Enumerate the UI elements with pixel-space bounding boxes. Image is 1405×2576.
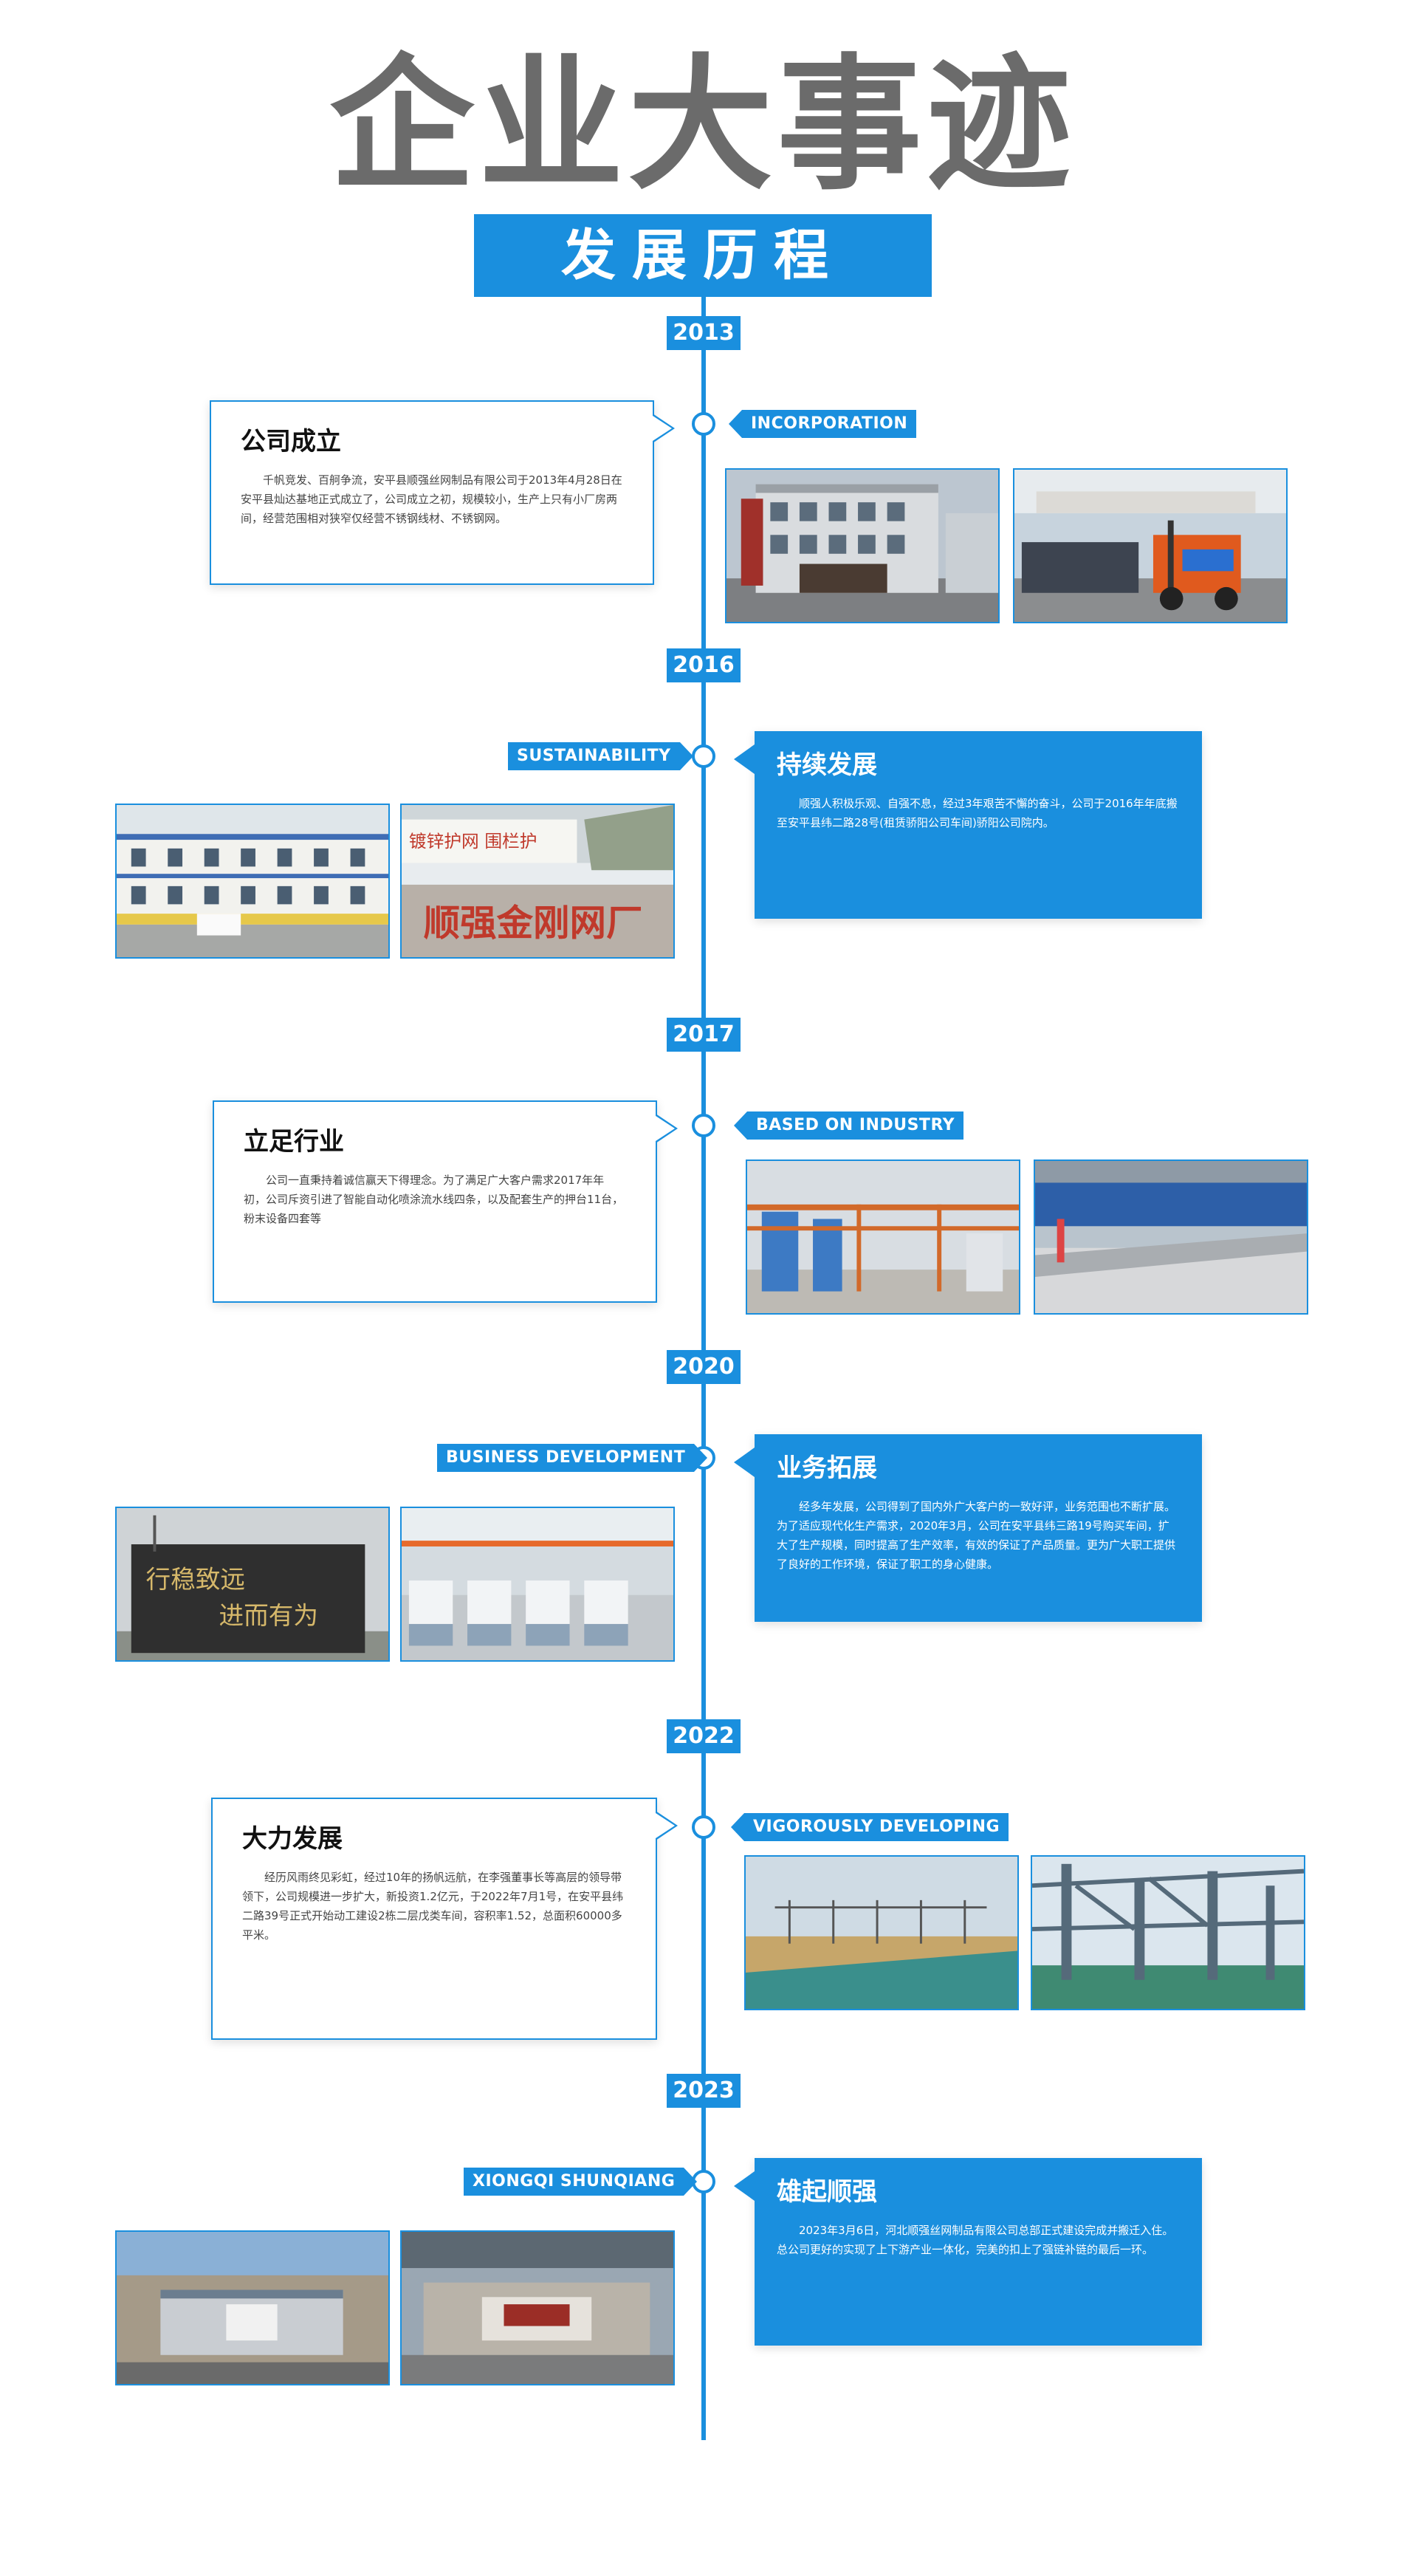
photo-production-hall [400,1507,675,1662]
svg-text:镀锌护网 围栏护: 镀锌护网 围栏护 [409,831,537,852]
photo-headquarters-gate [400,2230,675,2385]
milestone-card: 持续发展 顺强人积极乐观、自强不息，经过3年艰苦不懈的奋斗，公司于2016年年底… [734,731,1202,919]
milestone-title: 公司成立 [241,427,341,456]
milestone-title: 大力发展 [242,1824,343,1854]
milestone-card: 公司成立 千帆竞发、百舸争流，安平县顺强丝网制品有限公司于2013年4月28日在… [210,400,675,585]
photo-office-building [725,468,1000,623]
factory-sign-text: 顺强金刚网厂 [424,902,643,945]
year-badge-2022: 2022 [667,1719,741,1753]
milestone-card: 雄起顺强 2023年3月6日，河北顺强丝网制品有限公司总部正式建设完成并搬迁入住… [734,2158,1202,2346]
milestone-title: 持续发展 [777,750,877,780]
timeline-node [692,744,715,768]
milestone-text: 千帆竞发、百舸争流，安平县顺强丝网制品有限公司于2013年4月28日在安平县灿达… [241,473,622,525]
milestone-text: 经历风雨终见彩虹，经过10年的扬帆远航，在李强董事长等高层的领导带领下，公司规模… [242,1871,624,1942]
subtitle-banner: 发展历程 [474,214,932,297]
milestone-tag: VIGOROUSLY DEVELOPING [730,1813,1009,1841]
milestone-text: 2023年3月6日，河北顺强丝网制品有限公司总部正式建设完成并搬迁入住。总公司更… [777,2224,1174,2256]
slogan-text-2: 进而有为 [219,1601,318,1630]
milestone-title: 立足行业 [244,1127,344,1157]
photo-spray-line [746,1159,1020,1315]
milestone-text: 公司一直秉持着诚信赢天下得理念。为了满足广大客户需求2017年年初，公司斥资引进… [244,1174,624,1225]
milestone-tag: SUSTAINABILITY [508,742,693,770]
photo-workshop-floor [1034,1159,1308,1315]
photo-dormitory [115,804,390,959]
year-badge-2016: 2016 [667,648,741,682]
year-badge-2020: 2020 [667,1350,741,1384]
milestone-tag: INCORPORATION [728,410,917,438]
photo-headquarters-aerial [115,2230,390,2385]
photo-forklift-factory [1013,468,1288,623]
milestone-card: 立足行业 公司一直秉持着诚信赢天下得理念。为了满足广大客户需求2017年年初，公… [213,1100,678,1303]
photo-steel-frame [1031,1855,1305,2010]
milestone-tag: BUSINESS DEVELOPMENT [437,1444,708,1472]
year-badge-2017: 2017 [667,1018,741,1052]
timeline-node [692,412,715,436]
timeline-node [692,1114,715,1137]
milestone-tag: BASED ON INDUSTRY [733,1111,964,1140]
photo-slogan-wall: 行稳致远 进而有为 [115,1507,390,1662]
photo-factory-sign: 镀锌护网 围栏护 顺强金刚网厂 [400,804,675,959]
milestone-text: 顺强人积极乐观、自强不息，经过3年艰苦不懈的奋斗，公司于2016年年底搬至安平县… [777,797,1178,829]
timeline-node [692,1815,715,1839]
slogan-text-1: 行稳致远 [146,1565,246,1594]
milestone-title: 雄起顺强 [777,2177,877,2207]
milestone-text: 经多年发展，公司得到了国内外广大客户的一致好评，业务范围也不断扩展。为了适应现代… [777,1500,1176,1571]
milestone-tag: XIONGQI SHUNQIANG [464,2168,698,2196]
year-badge-2013: 2013 [667,316,741,350]
page-title: 企业大事迹 [329,41,1076,210]
milestone-card: 大力发展 经历风雨终见彩虹，经过10年的扬帆远航，在李强董事长等高层的领导带领下… [211,1798,678,2040]
photo-construction-site [744,1855,1019,2010]
year-badge-2023: 2023 [667,2074,741,2108]
milestone-title: 业务拓展 [777,1453,877,1483]
milestone-card: 业务拓展 经多年发展，公司得到了国内外广大客户的一致好评，业务范围也不断扩展。为… [734,1434,1202,1622]
